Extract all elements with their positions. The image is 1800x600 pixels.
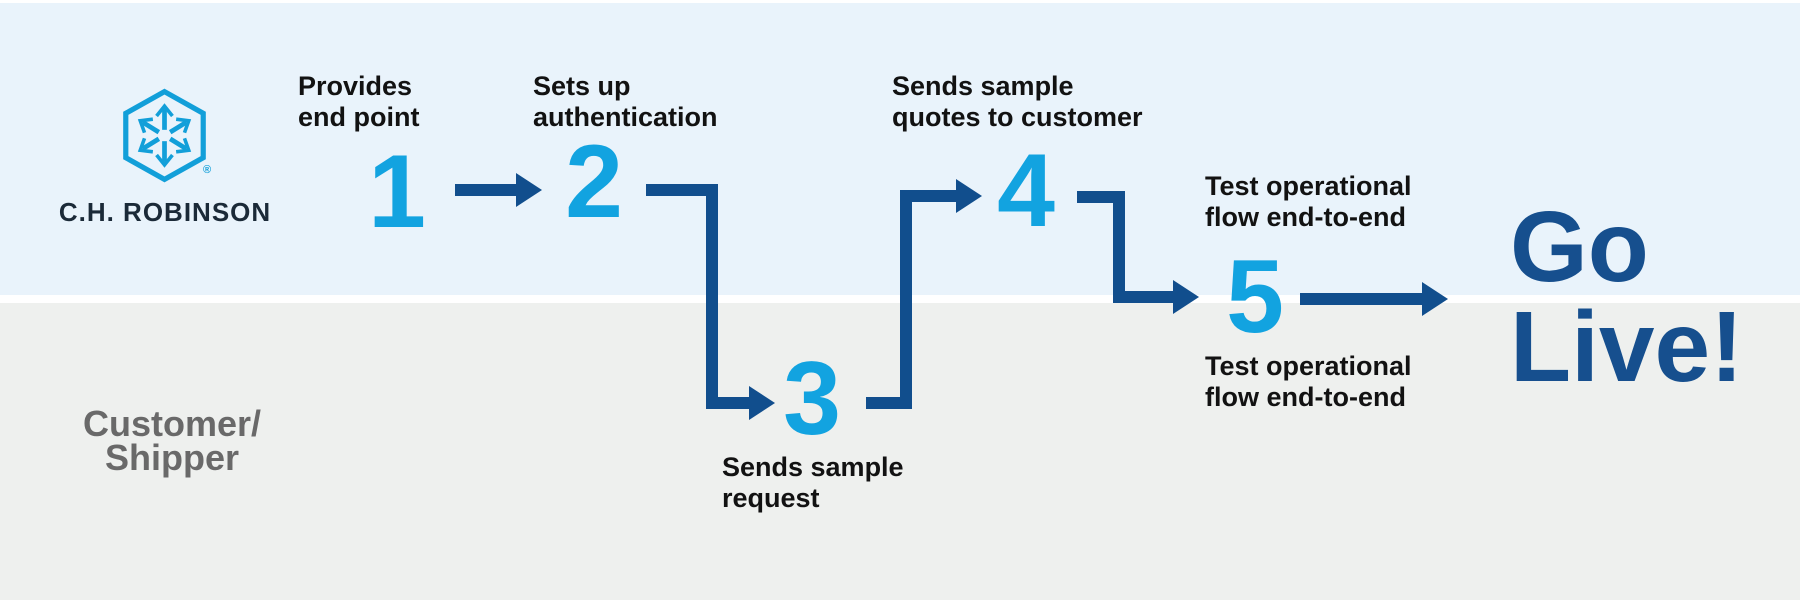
arrow-4-to-5-segment-h2 (1113, 291, 1173, 303)
step-5-label-bottom-line1: Test operational (1205, 351, 1412, 381)
arrow-2-to-3-segment-h2 (706, 397, 750, 409)
arrow-1-to-2-head (516, 173, 542, 207)
step-1-label-line2: end point (298, 102, 420, 132)
step-4-label: Sends sample quotes to customer (892, 71, 1143, 133)
step-5-label-top: Test operational flow end-to-end (1205, 171, 1412, 233)
step-5-number: 5 (1226, 239, 1284, 355)
step-3-label-line1: Sends sample (722, 452, 904, 482)
chrobinson-logo-icon (123, 88, 206, 183)
chrobinson-wordmark: C.H. ROBINSON (58, 197, 272, 227)
arrow-4-to-5-segment-v (1113, 191, 1125, 303)
step-2-label: Sets up authentication (533, 71, 718, 133)
registered-trademark: ® (203, 164, 212, 176)
arrow-3-to-4-segment-v (900, 190, 912, 409)
step-5-label-bottom-line2: flow end-to-end (1205, 382, 1406, 412)
step-2-label-line1: Sets up (533, 71, 631, 101)
customer-lane-line2: Shipper (104, 437, 239, 478)
step-1-label-line1: Provides (298, 71, 413, 101)
step-5-label-bottom: Test operational flow end-to-end (1205, 351, 1412, 413)
step-1-number: 1 (368, 134, 426, 250)
step-5-label-top-line1: Test operational (1205, 171, 1412, 201)
customer-shipper-lane-label: Customer/ Shipper (22, 406, 322, 478)
customer-lane-line1: Customer/ (82, 403, 262, 444)
arrow-2-to-3-head (749, 386, 775, 420)
arrow-3-to-4-segment-h2 (900, 190, 956, 202)
go-live-line1: Go (1510, 191, 1649, 303)
step-2-label-line2: authentication (533, 102, 718, 132)
step-5-label-top-line2: flow end-to-end (1205, 202, 1406, 232)
arrow-5-to-golive-shaft (1300, 293, 1422, 305)
arrow-3-to-4-head (956, 179, 982, 213)
arrow-1-to-2-shaft (455, 184, 517, 196)
arrow-5-to-golive-head (1422, 282, 1448, 316)
step-3-number: 3 (783, 341, 841, 457)
step-4-number: 4 (997, 133, 1055, 249)
go-live-text: Go Live! (1510, 197, 1743, 397)
arrow-2-to-3-segment-v (706, 184, 718, 409)
step-3-label: Sends sample request (722, 452, 904, 514)
arrow-2-to-3-segment-h1 (646, 184, 718, 196)
step-4-label-line1: Sends sample (892, 71, 1074, 101)
step-1-label: Provides end point (298, 71, 419, 133)
step-3-label-line2: request (722, 483, 820, 513)
step-4-label-line2: quotes to customer (892, 102, 1143, 132)
step-2-number: 2 (565, 124, 623, 240)
go-live-line2: Live! (1510, 291, 1744, 403)
arrow-4-to-5-head (1173, 280, 1199, 314)
